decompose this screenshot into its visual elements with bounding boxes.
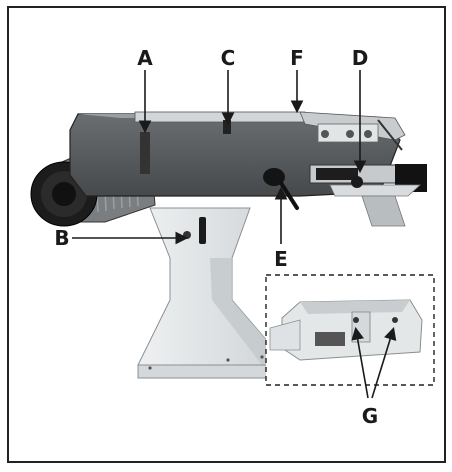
leader-g-left (351, 326, 369, 399)
label-g: G (362, 404, 378, 428)
work-rest (309, 164, 427, 227)
tension-knob (223, 120, 231, 134)
label-e: E (274, 247, 288, 271)
detail-inset (265, 274, 435, 386)
label-b: B (54, 226, 69, 250)
clamp-lever (140, 132, 150, 174)
label-d: D (352, 46, 369, 70)
leader-lines (72, 70, 397, 399)
leader-g-right (371, 326, 397, 399)
label-a: A (137, 46, 153, 70)
label-f: F (290, 46, 304, 70)
label-c: C (221, 46, 236, 70)
